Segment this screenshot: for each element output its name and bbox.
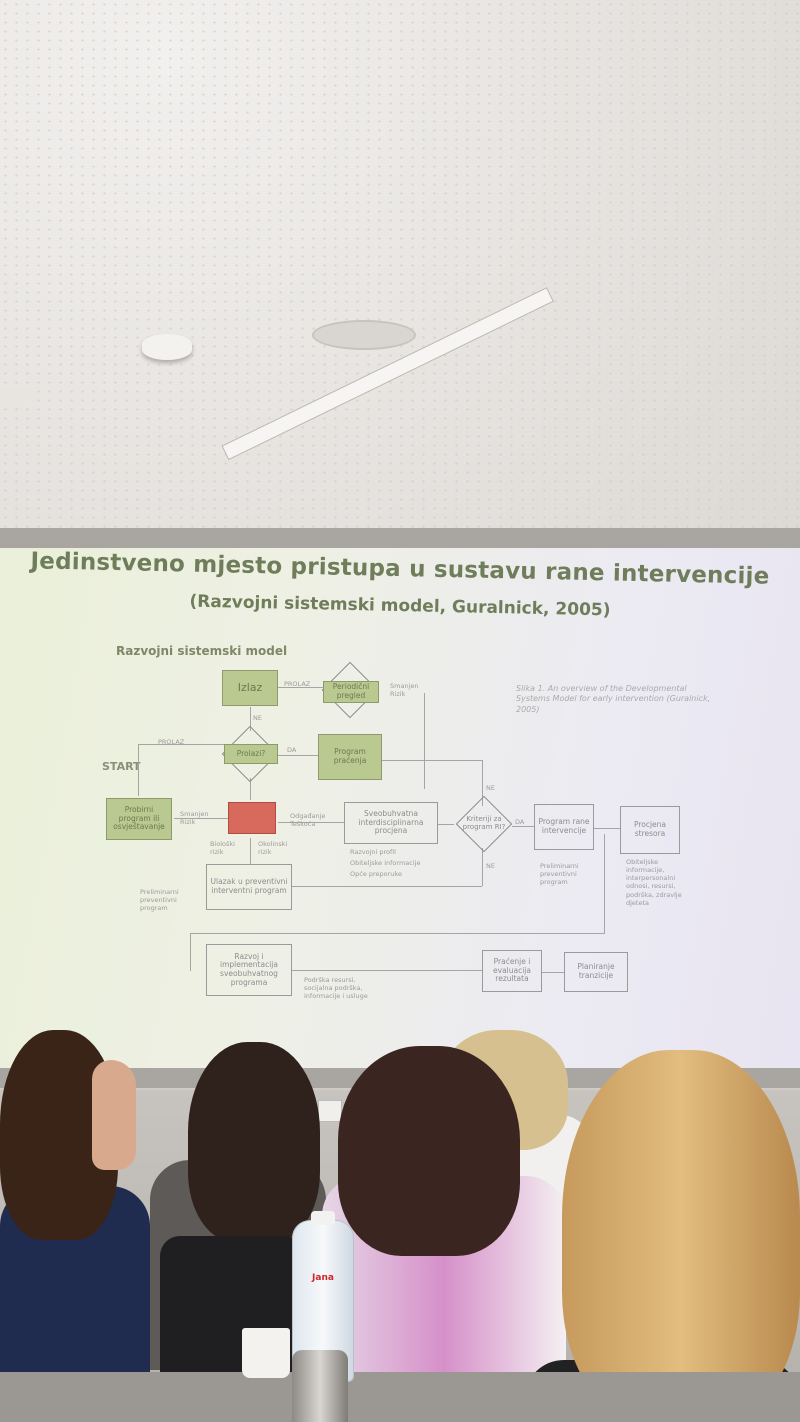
ceiling-speaker [312,320,416,350]
ne-label-3: NE [486,862,495,870]
pracenje-evaluacija-box: Praćenje i evaluacija rezultata [482,950,542,992]
connector-line [138,744,139,796]
slide-title: Jedinstveno mjesto pristupa u sustavu ra… [30,548,770,590]
connector-line [278,687,324,688]
ulazak-program-box: Ulazak u preventivni interventni program [206,864,292,910]
connector-line [250,707,251,731]
table [0,1372,800,1422]
smoke-detector [142,334,192,360]
ceiling [0,0,800,560]
start-label: START [102,760,141,773]
kriteriji-label: Kriteriji za program RI? [462,815,506,831]
connector-line [278,822,344,823]
attendee-face [92,1060,136,1170]
paper-cup [242,1328,290,1378]
program-pracenja-box: Program praćenja [318,734,382,780]
prolaz-left-label: PROLAZ [158,738,185,746]
prolaz-top-label: PROLAZ [284,680,311,688]
model-label: Razvojni sistemski model [116,644,288,658]
attendee-hair [338,1046,520,1256]
planiranje-tranzicije-box: Planiranje tranzicije [564,952,628,992]
connector-line [190,933,191,971]
attendee-hair [188,1042,320,1242]
da-label-2: DA [515,818,525,826]
connector-line [274,755,320,756]
connector-line [174,818,228,819]
projection-screen: Jedinstveno mjesto pristupa u sustavu ra… [0,548,800,1068]
connector-line [604,834,605,934]
prolazi-box: Prolazi? [224,744,278,764]
razvojni-profil-label: Razvojni profil [350,848,396,856]
preliminarni-program-right-label: Preliminarni preventivni program [540,862,579,887]
wall-socket [318,1100,342,1122]
connector-line [250,778,251,800]
da-label-1: DA [287,746,297,754]
ne-label-2: NE [486,784,495,792]
connector-line [424,693,425,789]
thermos [292,1350,348,1422]
bottle-label: Jana [312,1273,334,1283]
opce-preporuke-label: Opće preporuke [350,870,402,878]
probirni-program-box: Probirni program ili osvještavanje [106,798,172,840]
connector-line [292,970,482,971]
bottle-cap [311,1211,335,1225]
okolinski-rizik-label: Okolinski rizik [258,840,288,857]
slide-subtitle: (Razvojni sistemski model, Guralnick, 20… [189,591,611,621]
bioloski-rizik-label: Biološki rizik [210,840,235,857]
connector-line [382,760,482,761]
connector-line [292,886,482,887]
procjena-stresora-box: Procjena stresora [620,806,680,854]
preliminarni-program-left-label: Preliminarni preventivni program [140,888,179,913]
izlaz-box: Izlaz [222,670,278,706]
connector-line [594,828,620,829]
connector-line [438,824,454,825]
program-rane-intervencije-box: Program rane intervencije [534,804,594,850]
connector-line [190,933,604,934]
connector-line [138,744,224,745]
razvoj-implementacija-box: Razvoj i implementacija sveobuhvatnog pr… [206,944,292,996]
ceiling-light [0,388,40,404]
attendee-hair [562,1050,800,1422]
connector-line [482,848,483,886]
sveobuhvatna-procjena-box: Sveobuhvatna interdisciplinarna procjena [344,802,438,844]
risk-box [228,802,276,834]
connector-line [512,826,534,827]
obiteljske-info-label: Obiteljske informacije [350,859,421,867]
connector-line [250,838,251,864]
figure-caption: Slika 1. An overview of the Developmenta… [516,684,711,714]
connector-line [542,972,564,973]
podrska-resursi-label: Podrška resursi, socijalna podrška, info… [304,976,368,1001]
odgadjanje-label: Odgađanje Teškoća [290,812,326,829]
connector-line [482,760,483,806]
stresori-notes-label: Obiteljske informacije, interpersonalni … [626,858,682,907]
smanjen-rizik-top-label: Smanjen Rizik [390,682,419,699]
smanjen-rizik-left-label: Smanjen Rizik [180,810,209,827]
ne-label-1: NE [253,714,262,722]
periodic-review-box: Periodični pregled [323,681,379,703]
